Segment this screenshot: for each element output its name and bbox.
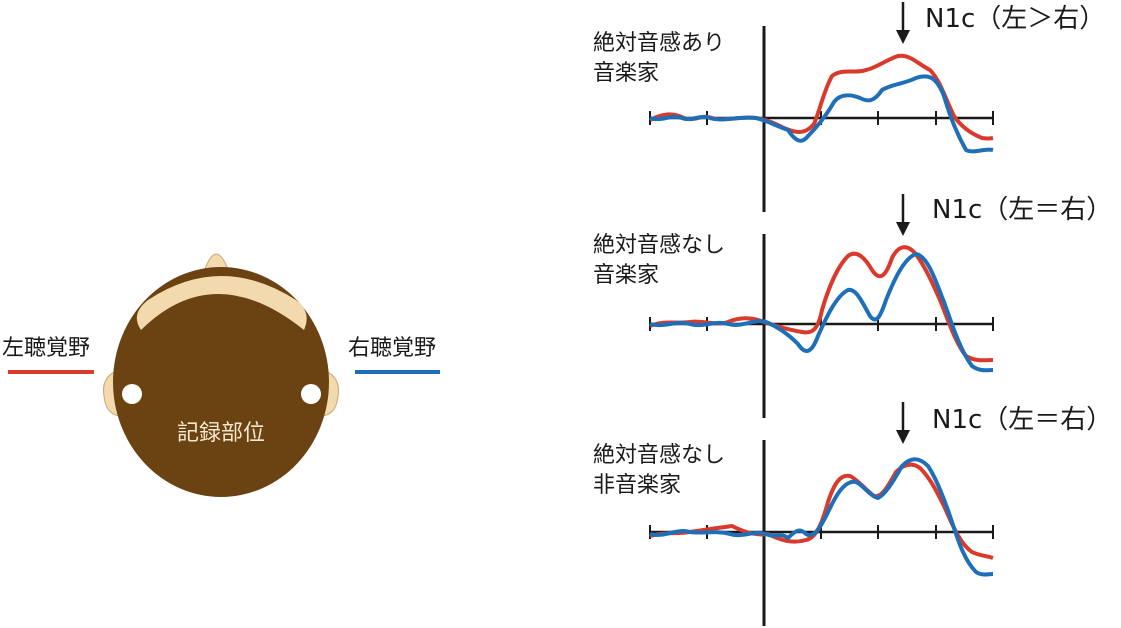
panel-1-group-line2: 音楽家	[593, 61, 659, 86]
panel-1-left-waveform	[649, 53, 994, 141]
panel-2-arrow	[896, 194, 910, 236]
panel-3-peak-label: N1c（左＝右）	[932, 405, 1112, 435]
head-shape	[113, 267, 329, 497]
panel-3-ticks	[649, 525, 994, 539]
panel-1-peak-label: N1c（左＞右）	[925, 4, 1105, 34]
panel-3-right-waveform	[649, 457, 994, 577]
panel-3-group-line1: 絶対音感なし	[593, 443, 725, 468]
panel-2-group-line1: 絶対音感なし	[593, 233, 725, 258]
head-diagram: 記録部位	[103, 253, 339, 497]
panel-1-right-waveform	[649, 74, 994, 154]
panel-3-group-line2: 非音楽家	[593, 473, 681, 498]
legend-right: 右聴覚野	[348, 336, 440, 374]
right-electrode-marker	[301, 384, 321, 404]
recording-site-label: 記録部位	[177, 421, 265, 446]
panel-2-peak-label: N1c（左＝右）	[932, 195, 1112, 225]
waveform-panel-2: 絶対音感なし 音楽家 N1c（左＝右）	[593, 194, 1112, 418]
panel-1-arrow	[896, 2, 910, 44]
panel-2-group-line2: 音楽家	[593, 263, 659, 288]
legend-left: 左聴覚野	[2, 336, 94, 374]
left-electrode-marker	[122, 384, 142, 404]
left-auditory-label: 左聴覚野	[2, 336, 90, 361]
waveform-panel-1: 絶対音感あり 音楽家 N1c（左＞右）	[593, 2, 1105, 212]
panel-2-right-waveform	[649, 252, 994, 373]
panel-3-left-waveform	[649, 462, 994, 560]
waveform-panel-3: 絶対音感なし 非音楽家 N1c（左＝右）	[593, 402, 1112, 626]
right-auditory-label: 右聴覚野	[348, 336, 436, 361]
panel-2-left-waveform	[649, 245, 994, 363]
forehead-band	[136, 276, 307, 330]
panel-1-group-line1: 絶対音感あり	[593, 31, 725, 56]
panel-3-arrow	[896, 402, 910, 444]
